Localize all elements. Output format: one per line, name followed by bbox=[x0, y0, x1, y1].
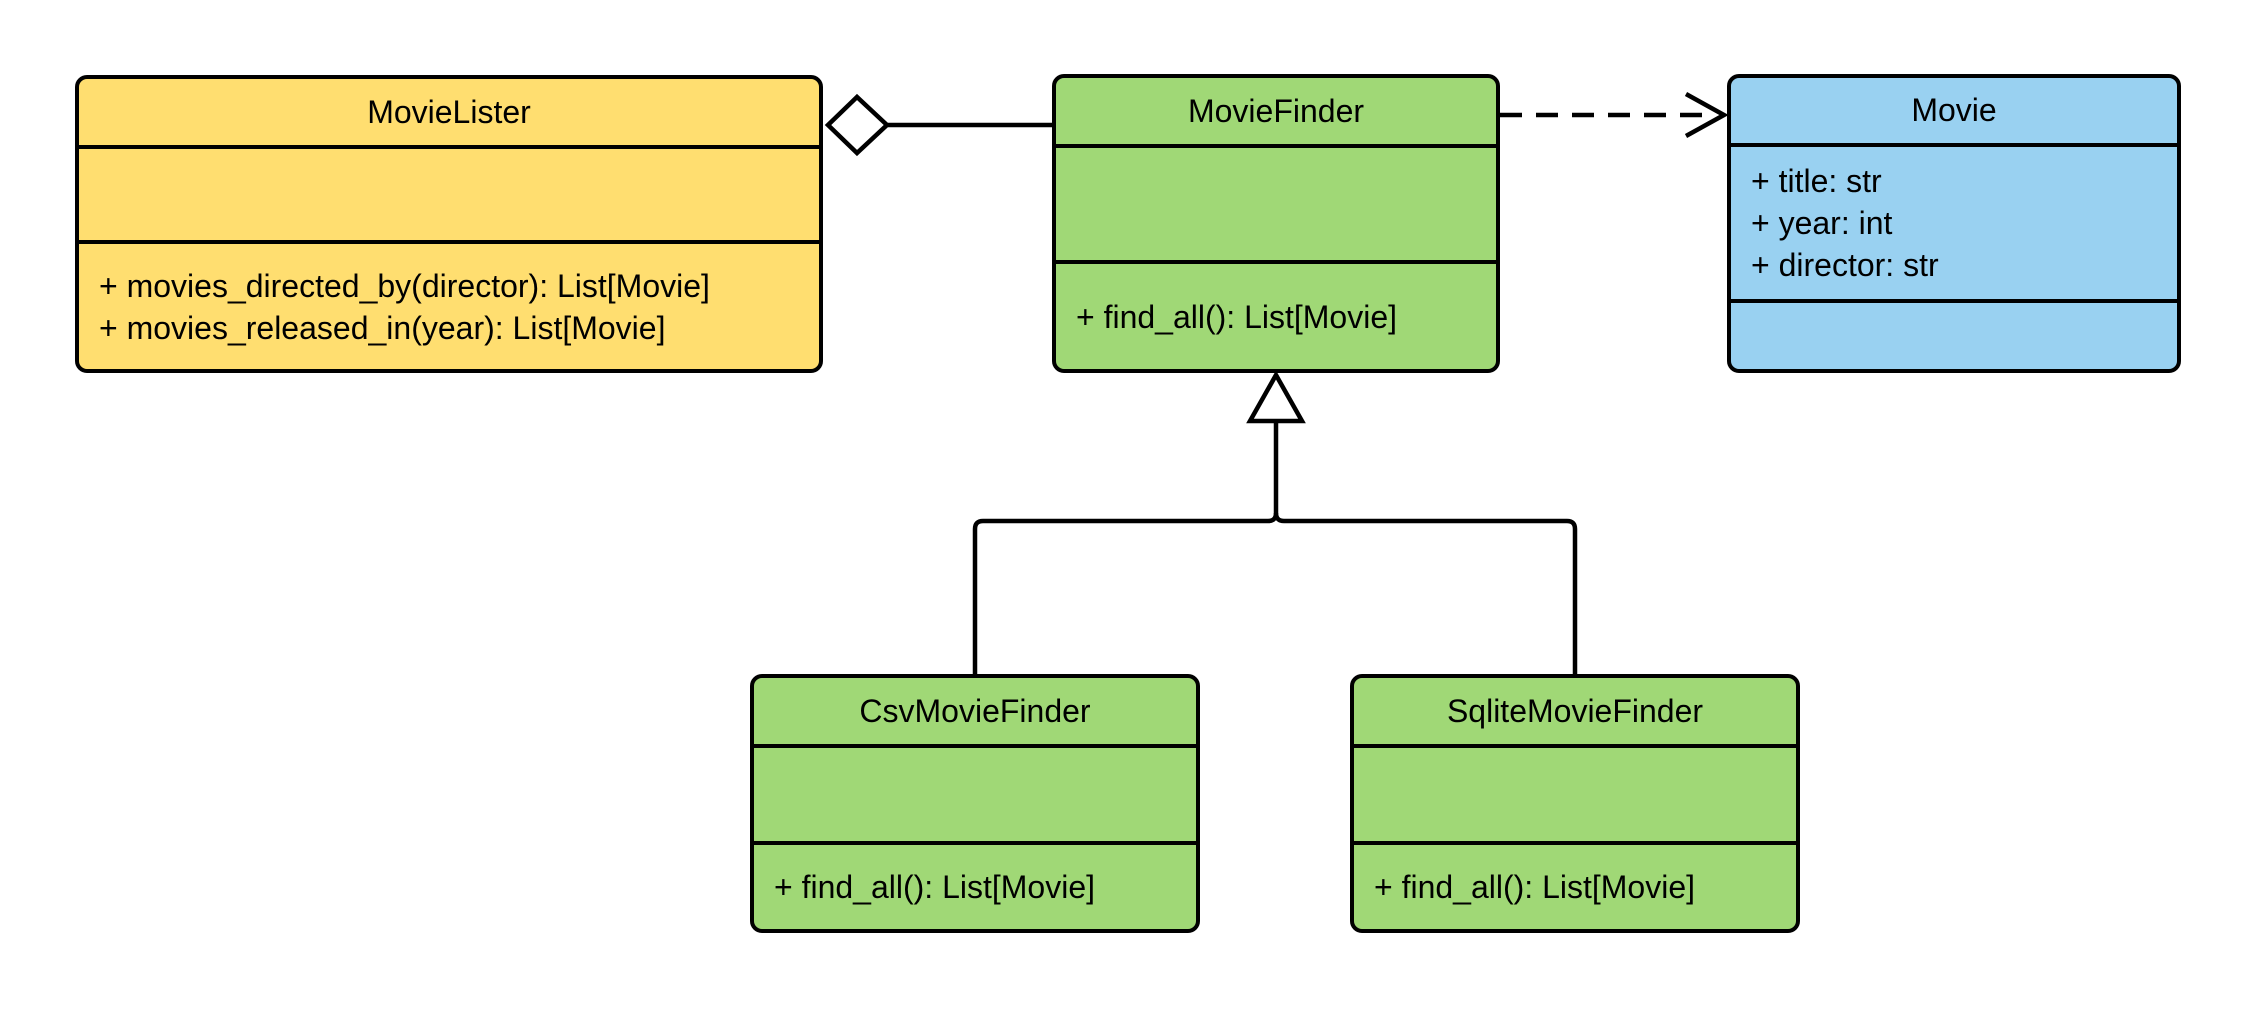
class-box-movielister: MovieLister + movies_directed_by(directo… bbox=[75, 75, 823, 373]
class-title: Movie bbox=[1731, 78, 2177, 147]
attributes-section bbox=[1354, 748, 1796, 845]
class-box-sqlitemoviefinder: SqliteMovieFinder + find_all(): List[Mov… bbox=[1350, 674, 1800, 933]
attribute-item: + director: str bbox=[1751, 247, 1939, 283]
attributes-section: + title: str + year: int + director: str bbox=[1731, 147, 2177, 303]
class-box-movie: Movie + title: str + year: int + directo… bbox=[1727, 74, 2181, 373]
class-name-label: Movie bbox=[1911, 92, 1997, 128]
class-title: CsvMovieFinder bbox=[754, 678, 1196, 748]
class-box-csvmoviefinder: CsvMovieFinder + find_all(): List[Movie] bbox=[750, 674, 1200, 933]
methods-section: + find_all(): List[Movie] bbox=[1354, 845, 1796, 929]
methods-section: + movies_directed_by(director): List[Mov… bbox=[79, 244, 819, 369]
method-item: + find_all(): List[Movie] bbox=[1076, 298, 1398, 335]
method-item: + movies_released_in(year): List[Movie] bbox=[99, 309, 666, 346]
aggregation-diamond-icon bbox=[824, 93, 891, 157]
generalization-branch-csv bbox=[972, 512, 1279, 674]
methods-section: + find_all(): List[Movie] bbox=[1056, 264, 1496, 369]
attribute-item: + title: str bbox=[1751, 163, 1882, 199]
methods-section bbox=[1731, 303, 2177, 369]
generalization-branch-sqlite bbox=[1273, 512, 1578, 674]
class-title: SqliteMovieFinder bbox=[1354, 678, 1796, 748]
class-name-label: MovieLister bbox=[367, 93, 531, 130]
class-box-moviefinder: MovieFinder + find_all(): List[Movie] bbox=[1052, 74, 1500, 373]
class-name-label: CsvMovieFinder bbox=[859, 692, 1091, 729]
attributes-section bbox=[1056, 148, 1496, 264]
class-title: MovieLister bbox=[79, 79, 819, 149]
attributes-section bbox=[754, 748, 1196, 845]
attributes-section bbox=[79, 149, 819, 244]
generalization-triangle-icon bbox=[1246, 370, 1306, 424]
class-title: MovieFinder bbox=[1056, 78, 1496, 148]
class-name-label: MovieFinder bbox=[1187, 92, 1365, 129]
attribute-item: + year: int bbox=[1751, 205, 1893, 241]
methods-section: + find_all(): List[Movie] bbox=[754, 845, 1196, 929]
method-item: + find_all(): List[Movie] bbox=[1374, 869, 1696, 905]
method-item: + movies_directed_by(director): List[Mov… bbox=[99, 267, 710, 304]
class-name-label: SqliteMovieFinder bbox=[1446, 692, 1704, 729]
dependency-open-arrowhead-icon bbox=[1684, 92, 1729, 138]
method-item: + find_all(): List[Movie] bbox=[774, 869, 1096, 905]
